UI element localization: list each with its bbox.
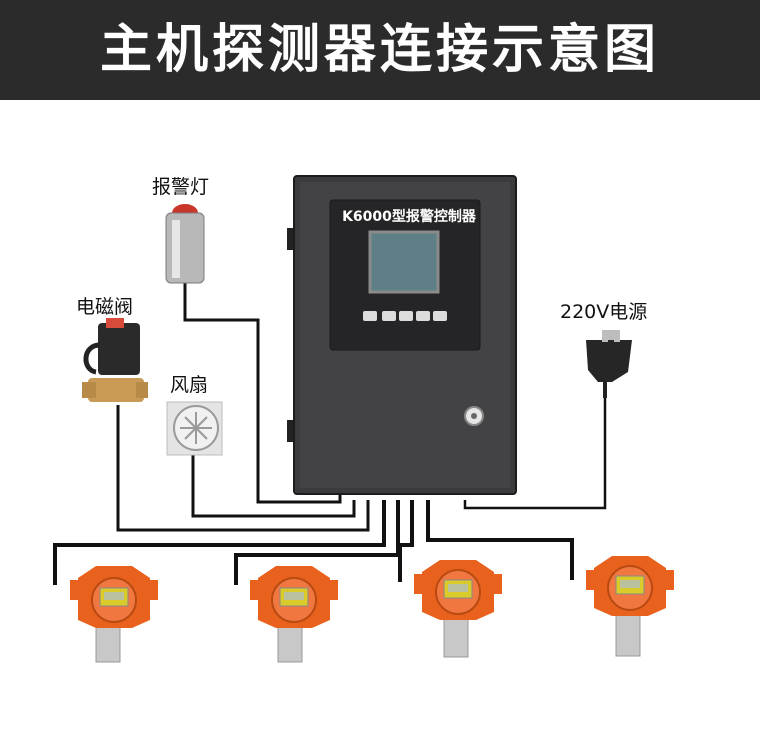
fan-device xyxy=(166,401,223,456)
title-banner xyxy=(0,0,760,100)
fan-label: 风扇 xyxy=(170,374,209,396)
wire-power xyxy=(463,395,607,510)
power-label: 220V电源 xyxy=(560,301,648,323)
wire-alarm-light xyxy=(183,283,342,504)
wires xyxy=(53,283,607,585)
solenoid-valve-label: 电磁阀 xyxy=(76,296,134,318)
power-plug-device xyxy=(586,330,632,398)
wire-solenoid-valve xyxy=(116,405,370,532)
wire-detector-3 xyxy=(398,500,414,582)
alarm-light-label: 报警灯 xyxy=(152,176,210,198)
control-buttons xyxy=(363,311,447,321)
wire-detector-1 xyxy=(53,500,386,585)
gas-detector-4 xyxy=(586,556,674,657)
wire-fan xyxy=(191,455,356,518)
gas-detector-1 xyxy=(70,566,158,663)
solenoid-valve-device xyxy=(82,318,148,402)
wire-detector-2 xyxy=(234,500,400,585)
controller-cabinet xyxy=(287,175,517,495)
wire-detector-4 xyxy=(426,500,574,580)
gas-detector-2 xyxy=(250,566,338,663)
gas-detector-3 xyxy=(414,560,502,658)
alarm-light-device xyxy=(165,204,205,284)
controller-model-label: K6000型报警控制器 xyxy=(342,209,476,225)
lcd-screen xyxy=(368,230,440,294)
diagram-title: 主机探测器连接示意图 xyxy=(99,20,660,80)
